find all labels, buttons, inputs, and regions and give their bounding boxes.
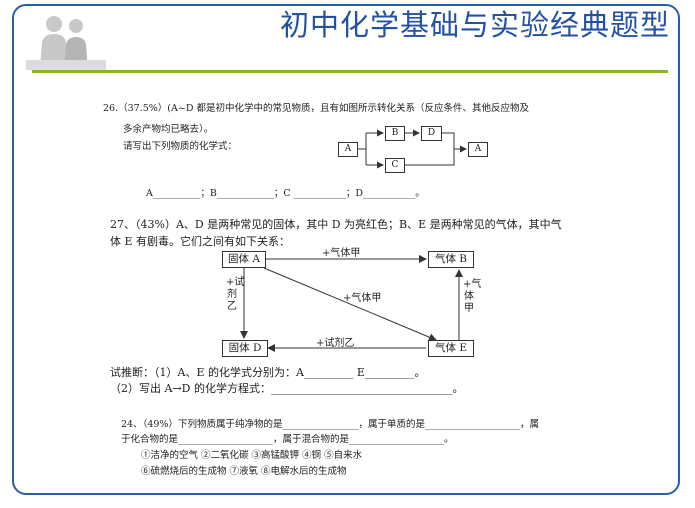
slide-frame <box>12 4 680 495</box>
q27-label-e-to-b: +气体甲 <box>463 279 482 314</box>
q26-line2: 多余产物均已略去）。 <box>123 124 214 135</box>
page-title: 初中化学基础与实验经典题型 <box>279 8 670 42</box>
q27-node-solid-d: 固体 D <box>222 340 268 357</box>
q27-node-solid-a: 固体 A <box>222 251 266 268</box>
q27-label-a-to-d: +试剂乙 <box>226 277 245 312</box>
q26-box-a-end: A <box>468 142 488 157</box>
q24-line2: 于化合物的是____________________，属于混合物的是______… <box>121 434 454 445</box>
q27-label-a-to-e: +气体甲 <box>343 293 382 304</box>
q26-box-a-start: A <box>338 142 358 157</box>
q27-line1: 27、（43%）A、D 是两种常见的固体，其中 D 为亮红色；B、E 是两种常见… <box>110 218 562 231</box>
q24-options-1: ①洁净的空气 ②二氧化碳 ③高锰酸钾 ④铜 ⑤自来水 <box>141 450 363 461</box>
q27-infer-1: 试推断：（1）A、E 的化学式分别为：A_________ E_________… <box>110 366 426 379</box>
q26-box-d: D <box>421 126 442 141</box>
q27-node-gas-b: 气体 B <box>428 251 474 268</box>
q27-label-a-to-b: +气体甲 <box>322 248 361 259</box>
q26-line3: 请写出下列物质的化学式： <box>123 141 238 152</box>
q26-box-c: C <box>385 158 405 173</box>
q27-line2: 体 E 有剧毒。它们之间有如下关系： <box>110 235 291 248</box>
q26-answer-blanks: A__________；B____________；C ___________；… <box>146 188 425 199</box>
q27-node-gas-e: 气体 E <box>428 340 474 357</box>
people-logo-icon <box>26 16 106 70</box>
q27-label-e-to-d: +试剂乙 <box>316 338 355 349</box>
q27-infer-2: （2）写出 A→D 的化学方程式：_______________________… <box>110 382 464 395</box>
q26-line1: 26.（37.5%）(A~D 都是初中化学中的常见物质，且有如图所示转化关系（反… <box>103 103 529 114</box>
q24-line1: 24、（49%）下列物质属于纯净物的是________________，属于单质… <box>121 419 539 430</box>
title-rule <box>32 70 668 73</box>
q26-box-b: B <box>385 126 405 141</box>
q24-options-2: ⑥硫燃烧后的生成物 ⑦液氧 ⑧电解水后的生成物 <box>141 466 347 477</box>
